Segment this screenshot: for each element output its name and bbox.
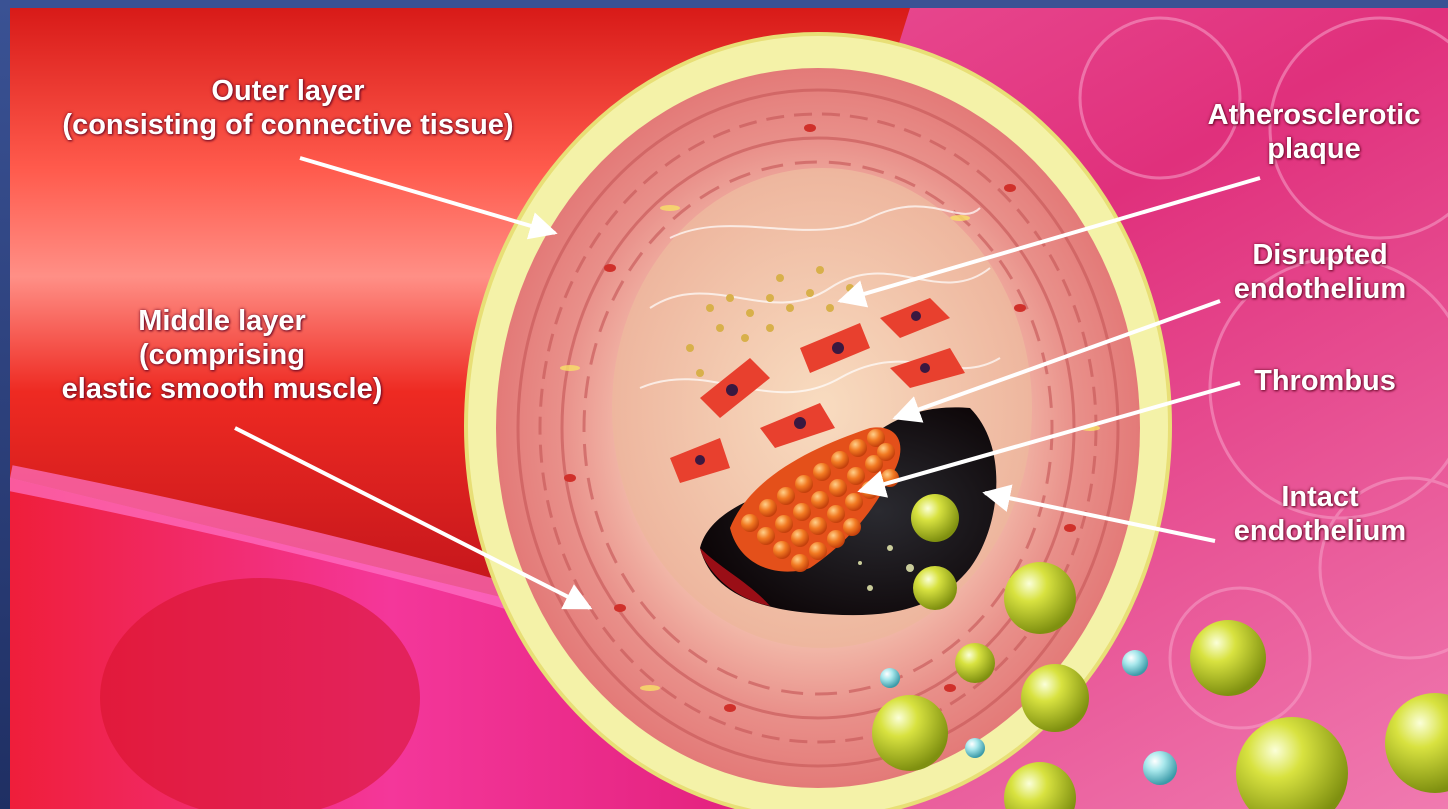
label-atherosclerotic-plaque-line1: Atherosclerotic	[1180, 98, 1448, 132]
label-middle-layer: Middle layer (comprising elastic smooth …	[22, 304, 422, 406]
label-middle-layer-line1: Middle layer	[22, 304, 422, 338]
label-disrupted-endothelium: Disrupted endothelium	[1215, 238, 1425, 306]
label-disrupted-endothelium-line2: endothelium	[1215, 272, 1425, 306]
label-disrupted-endothelium-line1: Disrupted	[1215, 238, 1425, 272]
label-atherosclerotic-plaque-line2: plaque	[1180, 132, 1448, 166]
label-outer-layer-line1: Outer layer	[18, 74, 558, 108]
label-intact-endothelium-line2: endothelium	[1215, 514, 1425, 548]
label-intact-endothelium: Intact endothelium	[1215, 480, 1425, 548]
label-atherosclerotic-plaque: Atherosclerotic plaque	[1180, 98, 1448, 166]
label-middle-layer-line3: elastic smooth muscle)	[22, 372, 422, 406]
label-middle-layer-line2: (comprising	[22, 338, 422, 372]
label-thrombus: Thrombus	[1235, 364, 1415, 398]
artery-illustration: Outer layer (consisting of connective ti…	[10, 8, 1448, 809]
label-outer-layer: Outer layer (consisting of connective ti…	[18, 74, 558, 142]
label-thrombus-line1: Thrombus	[1235, 364, 1415, 398]
label-outer-layer-line2: (consisting of connective tissue)	[18, 108, 558, 142]
label-intact-endothelium-line1: Intact	[1215, 480, 1425, 514]
